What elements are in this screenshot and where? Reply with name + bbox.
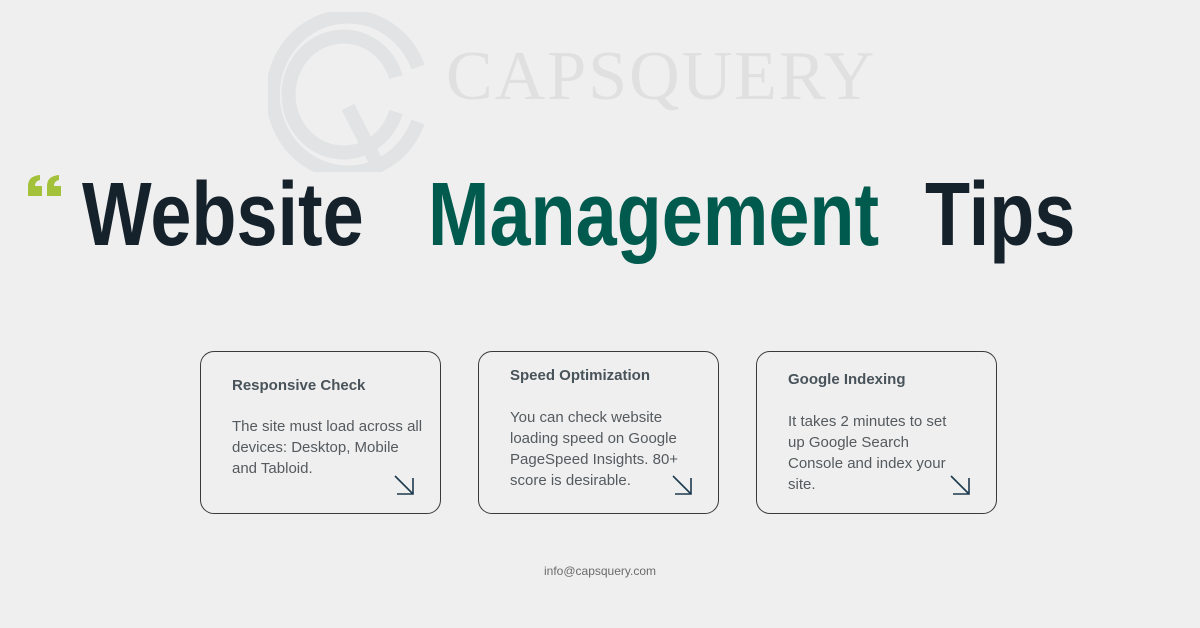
card-body: You can check website loading speed on G… <box>510 409 679 489</box>
quote-mark-icon <box>28 175 61 196</box>
arrow-down-right-icon <box>672 475 692 495</box>
headline-word-website: Website <box>82 165 364 265</box>
card-title: Speed Optimization <box>510 367 651 384</box>
logo-wordmark: CAPSQUERY <box>446 38 877 115</box>
tip-card-speed-optimization: Speed Optimization You can check website… <box>478 351 719 514</box>
tip-card-google-indexing: Google Indexing It takes 2 minutes to se… <box>756 351 997 514</box>
contact-email: info@capsquery.com <box>543 564 656 578</box>
card-title: Responsive Check <box>232 377 366 394</box>
arrow-down-right-icon <box>950 475 970 495</box>
tip-card-responsive-check: Responsive Check The site must load acro… <box>200 351 441 514</box>
capsquery-logo-icon <box>268 12 425 172</box>
headline-word-tips: Tips <box>925 165 1076 265</box>
card-body: The site must load across all devices: D… <box>232 418 423 477</box>
card-title: Google Indexing <box>788 371 906 388</box>
card-body: It takes 2 minutes to set up Google Sear… <box>788 413 947 493</box>
headline-word-management: Management <box>428 165 880 265</box>
arrow-down-right-icon <box>394 475 414 495</box>
